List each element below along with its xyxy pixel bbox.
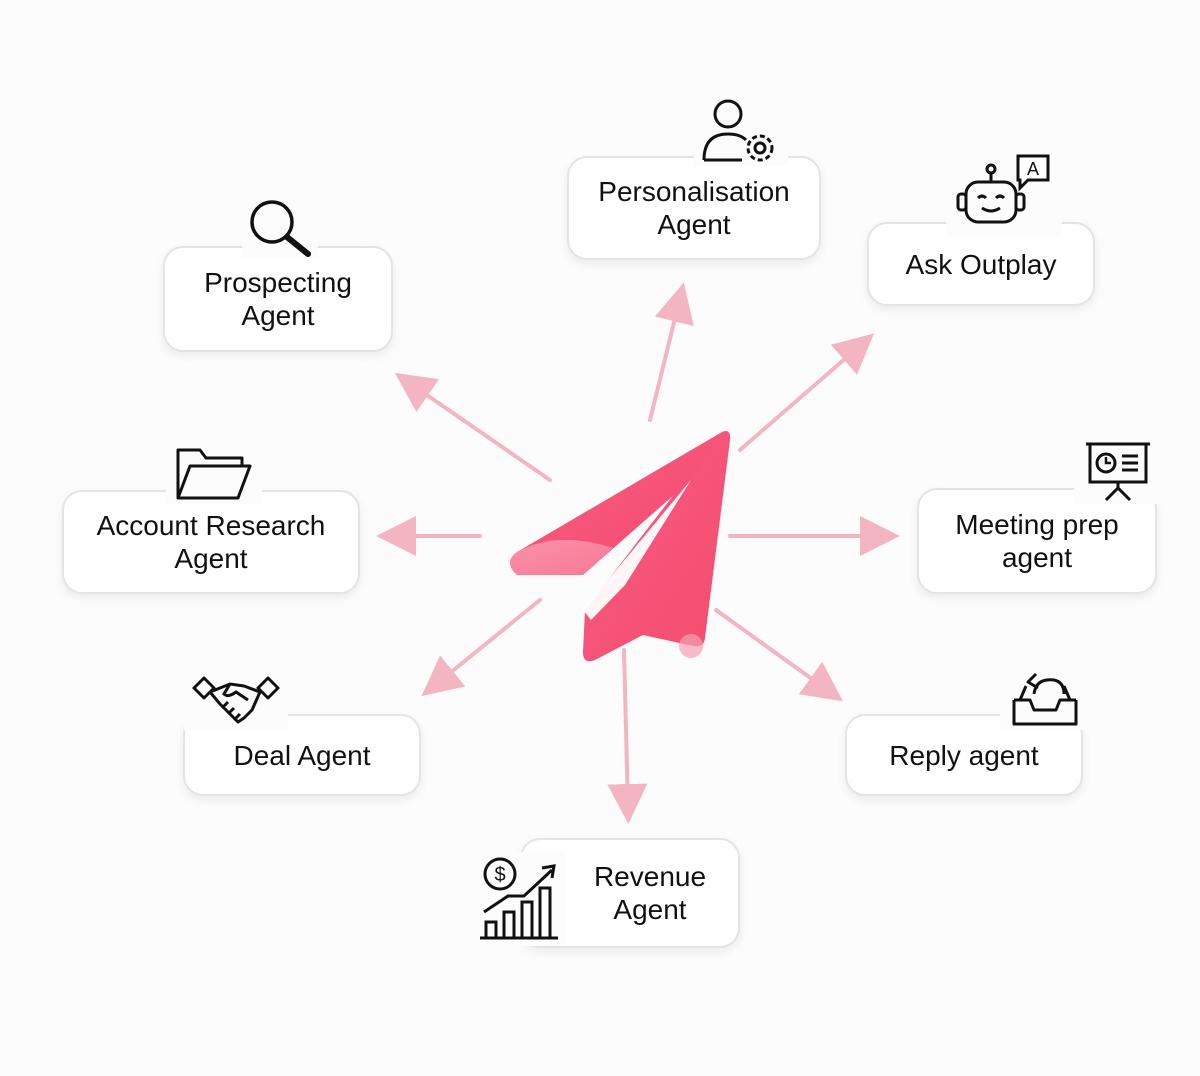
magnifier-icon xyxy=(242,196,318,258)
agent-label: Prospecting Agent xyxy=(204,267,352,331)
inbox-reply-icon xyxy=(1000,666,1090,730)
agent-label: Deal Agent xyxy=(233,739,371,771)
agent-card-meeting-prep[interactable]: Meeting prep agent xyxy=(917,488,1157,594)
paper-plane-logo-icon xyxy=(510,431,731,662)
agent-card-reply[interactable]: Reply agent xyxy=(845,714,1083,796)
agent-label: Ask Outplay xyxy=(905,248,1057,280)
user-gear-icon xyxy=(694,98,788,166)
agent-card-account-research[interactable]: Account Research Agent xyxy=(62,490,360,594)
revenue-growth-chart-icon: $ xyxy=(474,852,566,946)
svg-text:A: A xyxy=(1027,159,1039,179)
arrow-personalisation xyxy=(648,282,694,422)
arrow-deal xyxy=(421,598,542,697)
agent-label: Personalisation Agent xyxy=(598,176,790,240)
arrow-reply xyxy=(714,608,843,702)
robot-chat-icon: A xyxy=(946,150,1062,236)
presentation-board-icon xyxy=(1074,438,1162,504)
svg-text:$: $ xyxy=(494,864,505,886)
arrow-revenue xyxy=(607,648,648,824)
folder-icon xyxy=(166,444,262,504)
arrow-ask-outplay xyxy=(738,333,875,452)
arrow-prospecting xyxy=(394,372,552,482)
agent-label: Reply agent xyxy=(889,739,1039,771)
agent-label: Revenue Agent xyxy=(593,861,707,925)
agent-card-personalisation[interactable]: Personalisation Agent xyxy=(567,156,821,260)
agent-label: Account Research Agent xyxy=(96,510,326,574)
agent-label: Meeting prep agent xyxy=(955,509,1119,573)
agent-card-prospecting[interactable]: Prospecting Agent xyxy=(163,246,393,352)
handshake-icon xyxy=(184,670,288,730)
